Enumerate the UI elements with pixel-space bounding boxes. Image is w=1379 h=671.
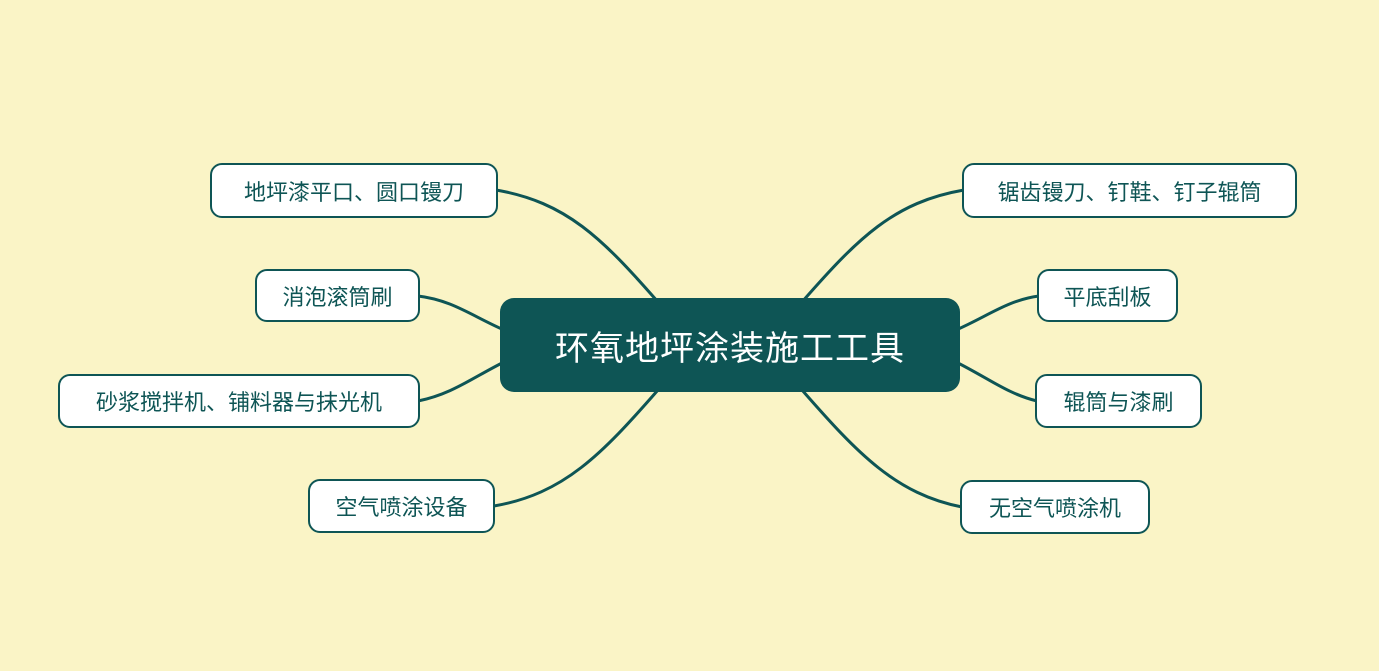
branch-label: 空气喷涂设备 <box>335 495 468 520</box>
branch-node-serrated-trowel[interactable]: 锯齿镘刀、钉鞋、钉子辊筒 <box>962 163 1297 218</box>
center-topic-label: 环氧地坪涂装施工工具 <box>555 329 905 368</box>
connector-left-1 <box>494 188 660 304</box>
connector-left-2 <box>416 294 506 332</box>
branch-label: 辊筒与漆刷 <box>1063 390 1174 415</box>
branch-label: 无空气喷涂机 <box>988 496 1121 521</box>
connector-left-3 <box>416 360 506 403</box>
branch-label: 锯齿镘刀、钉鞋、钉子辊筒 <box>997 179 1262 205</box>
branch-node-roller-and-brush[interactable]: 辊筒与漆刷 <box>1035 374 1202 428</box>
connector-right-2 <box>954 294 1041 332</box>
center-topic-node[interactable]: 环氧地坪涂装施工工具 <box>500 298 960 392</box>
connector-right-1 <box>800 188 966 304</box>
connector-right-3 <box>954 360 1039 403</box>
connector-right-4 <box>800 388 964 509</box>
branch-node-airless-sprayer[interactable]: 无空气喷涂机 <box>960 480 1150 534</box>
branch-node-flat-scraper[interactable]: 平底刮板 <box>1037 269 1178 322</box>
branch-label: 砂浆搅拌机、铺料器与抹光机 <box>95 390 382 415</box>
branch-node-defoaming-roller[interactable]: 消泡滚筒刷 <box>255 269 420 322</box>
branch-label: 消泡滚筒刷 <box>282 284 393 310</box>
branch-label: 平底刮板 <box>1063 284 1152 310</box>
branch-node-trowels[interactable]: 地坪漆平口、圆口镘刀 <box>210 163 498 218</box>
branch-node-mortar-mixer[interactable]: 砂浆搅拌机、铺料器与抹光机 <box>58 374 420 428</box>
branch-node-air-spray-equipment[interactable]: 空气喷涂设备 <box>308 479 495 533</box>
branch-label: 地坪漆平口、圆口镘刀 <box>243 179 464 205</box>
connector-left-4 <box>492 388 660 508</box>
